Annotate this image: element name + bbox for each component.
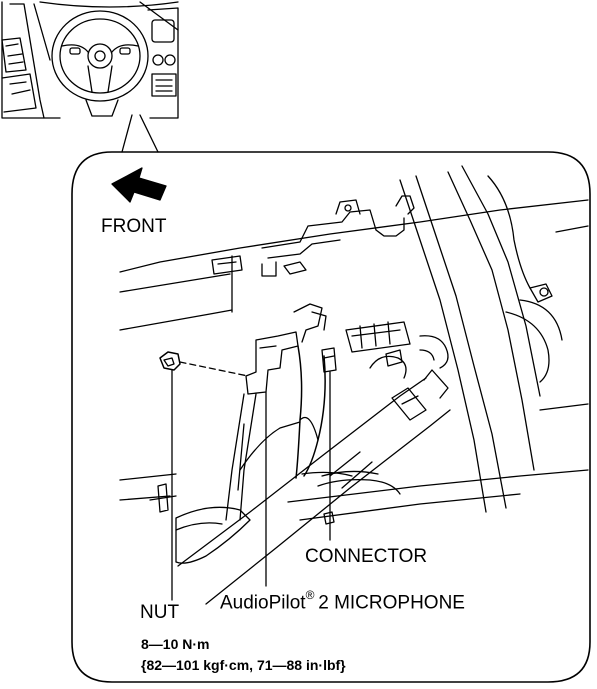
connector-label: CONNECTOR (305, 546, 428, 567)
detail-drawing (119, 165, 589, 605)
callout-leader (121, 114, 133, 153)
callout-frame (71, 151, 591, 683)
microphone-label: AudioPilot® 2 MICROPHONE (220, 588, 465, 614)
microphone-suffix: 2 MICROPHONE (318, 592, 465, 614)
registered-mark: ® (305, 588, 315, 602)
connector-body (321, 347, 337, 373)
nut-icon (159, 351, 181, 371)
front-label: FRONT (101, 216, 167, 237)
overview-inset (1, 1, 179, 119)
nut-label: NUT (140, 602, 180, 623)
torque-spec-nm: 8—10 N·m (141, 636, 210, 652)
front-arrow-icon (111, 167, 167, 203)
torque-spec-alt: {82—101 kgf·cm, 71—88 in·lbf} (141, 657, 346, 673)
microphone-harness (295, 345, 303, 479)
microphone-brand: AudioPilot (220, 592, 306, 614)
microphone-bracket (245, 331, 299, 395)
installation-line (179, 361, 249, 377)
